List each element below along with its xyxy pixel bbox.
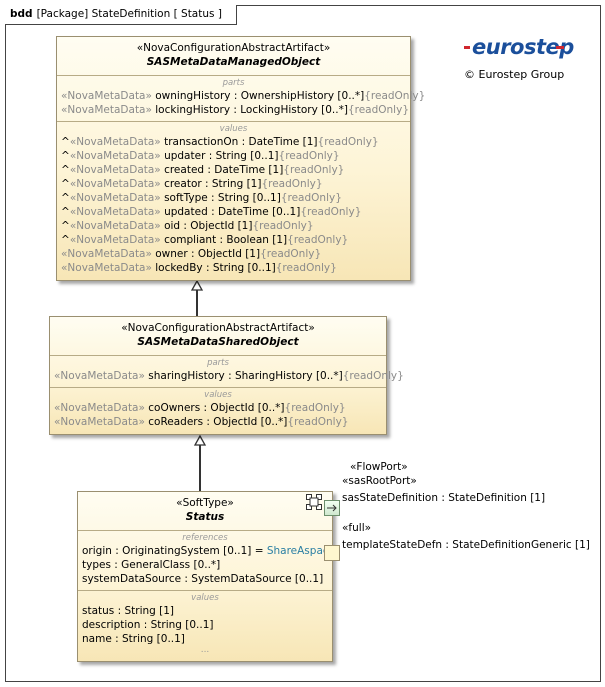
property-row[interactable]: «NovaMetaData» owner : ObjectId [1]{read… (61, 248, 322, 260)
property-row[interactable]: ^«NovaMetaData» updater : String [0..1]{… (61, 150, 340, 162)
parts-compartment: parts «NovaMetaData» sharingHistory : Sh… (50, 355, 404, 387)
property-row[interactable]: status : String [1] (82, 605, 175, 617)
full-port-label[interactable]: templateStateDefn : StateDefinitionGener… (342, 539, 590, 551)
property-row[interactable]: «NovaMetaData» coReaders : ObjectId [0..… (54, 416, 349, 428)
values-compartment: values status : String [1] description :… (78, 590, 332, 659)
property-row[interactable]: origin : OriginatingSystem [0..1] = Shar… (82, 545, 336, 557)
logo-copyright: © Eurostep Group (464, 68, 565, 81)
property-row[interactable]: «NovaMetaData» lockingHistory : LockingH… (61, 104, 409, 116)
logo-right-bar (556, 46, 564, 49)
block-header: «NovaConfigurationAbstractArtifact» SASM… (50, 317, 386, 350)
block-stereotype: «NovaConfigurationAbstractArtifact» (136, 42, 331, 54)
flow-port[interactable] (324, 500, 340, 516)
property-row[interactable]: name : String [0..1] (82, 633, 185, 645)
sasrootport-stereotype: «sasRootPort» (342, 475, 417, 487)
compartment-title: values (204, 390, 232, 400)
property-row[interactable]: ^«NovaMetaData» creator : String [1]{rea… (61, 178, 323, 190)
block-status[interactable]: «SoftType» Status references origin : Or… (77, 491, 336, 662)
full-port[interactable] (324, 545, 340, 561)
softtype-structure-icon (306, 494, 322, 510)
flow-direction-arrow-icon (327, 504, 337, 512)
flow-port-label[interactable]: sasStateDefinition : StateDefinition [1] (342, 492, 546, 504)
property-row[interactable]: ^«NovaMetaData» softType : String [0..1]… (61, 192, 342, 204)
property-row[interactable]: description : String [0..1] (82, 619, 214, 631)
references-compartment: references origin : OriginatingSystem [0… (78, 530, 336, 590)
compartment-title: parts (207, 358, 229, 368)
property-row[interactable]: «NovaMetaData» owningHistory : Ownership… (61, 90, 426, 102)
property-row[interactable]: ^«NovaMetaData» updated : DateTime [0..1… (61, 206, 362, 218)
block-stereotype: «SoftType» (176, 497, 234, 509)
generalization-arrowhead-managed (190, 279, 204, 291)
property-row[interactable]: ^«NovaMetaData» created : DateTime [1]{r… (61, 164, 345, 176)
compartment-title: references (182, 533, 228, 543)
diagram-frame (5, 5, 601, 682)
diagram-title: [Package] StateDefinition [ Status ] (36, 8, 222, 20)
compartment-title: values (219, 124, 248, 134)
parts-compartment: parts «NovaMetaData» owningHistory : Own… (57, 75, 426, 121)
block-header: «SoftType» Status (78, 492, 332, 525)
block-stereotype: «NovaConfigurationAbstractArtifact» (121, 322, 315, 334)
property-row[interactable]: ^«NovaMetaData» oid : ObjectId [1]{readO… (61, 220, 314, 232)
diagram-frame-tab[interactable]: bdd[Package] StateDefinition [ Status ] (5, 5, 237, 25)
property-row[interactable]: «NovaMetaData» sharingHistory : SharingH… (54, 370, 404, 382)
property-row[interactable]: systemDataSource : SystemDataSource [0..… (82, 573, 324, 585)
property-row[interactable]: ^«NovaMetaData» transactionOn : DateTime… (61, 136, 379, 148)
flowport-stereotype: «FlowPort» (350, 461, 408, 473)
values-compartment: values «NovaMetaData» coOwners : ObjectI… (50, 387, 386, 433)
block-name: Status (185, 511, 225, 523)
diagram-kind: bdd (10, 8, 33, 20)
compartment-title: parts (222, 78, 245, 88)
block-name: SASMetaDataSharedObject (137, 336, 299, 348)
values-compartment: values ^«NovaMetaData» transactionOn : D… (57, 121, 410, 279)
property-row[interactable]: types : GeneralClass [0..*] (82, 559, 221, 571)
compartment-title: values (191, 593, 219, 603)
logo-left-bar (464, 46, 470, 49)
generalization-arrowhead-shared (193, 434, 207, 446)
more-ellipsis: ... (200, 645, 210, 655)
property-row[interactable]: «NovaMetaData» lockedBy : String [0..1]{… (61, 262, 337, 274)
full-port-stereotype: «full» (342, 522, 372, 534)
property-row[interactable]: «NovaMetaData» coOwners : ObjectId [0..*… (54, 402, 346, 414)
block-sasmetadatamanagedobject[interactable]: «NovaConfigurationAbstractArtifact» SASM… (56, 36, 426, 281)
property-row[interactable]: ^«NovaMetaData» compliant : Boolean [1]{… (61, 234, 349, 246)
block-name: SASMetaDataManagedObject (146, 56, 321, 68)
block-header: «NovaConfigurationAbstractArtifact» SASM… (57, 37, 410, 70)
block-sasmetadatasharedobject[interactable]: «NovaConfigurationAbstractArtifact» SASM… (49, 316, 404, 435)
